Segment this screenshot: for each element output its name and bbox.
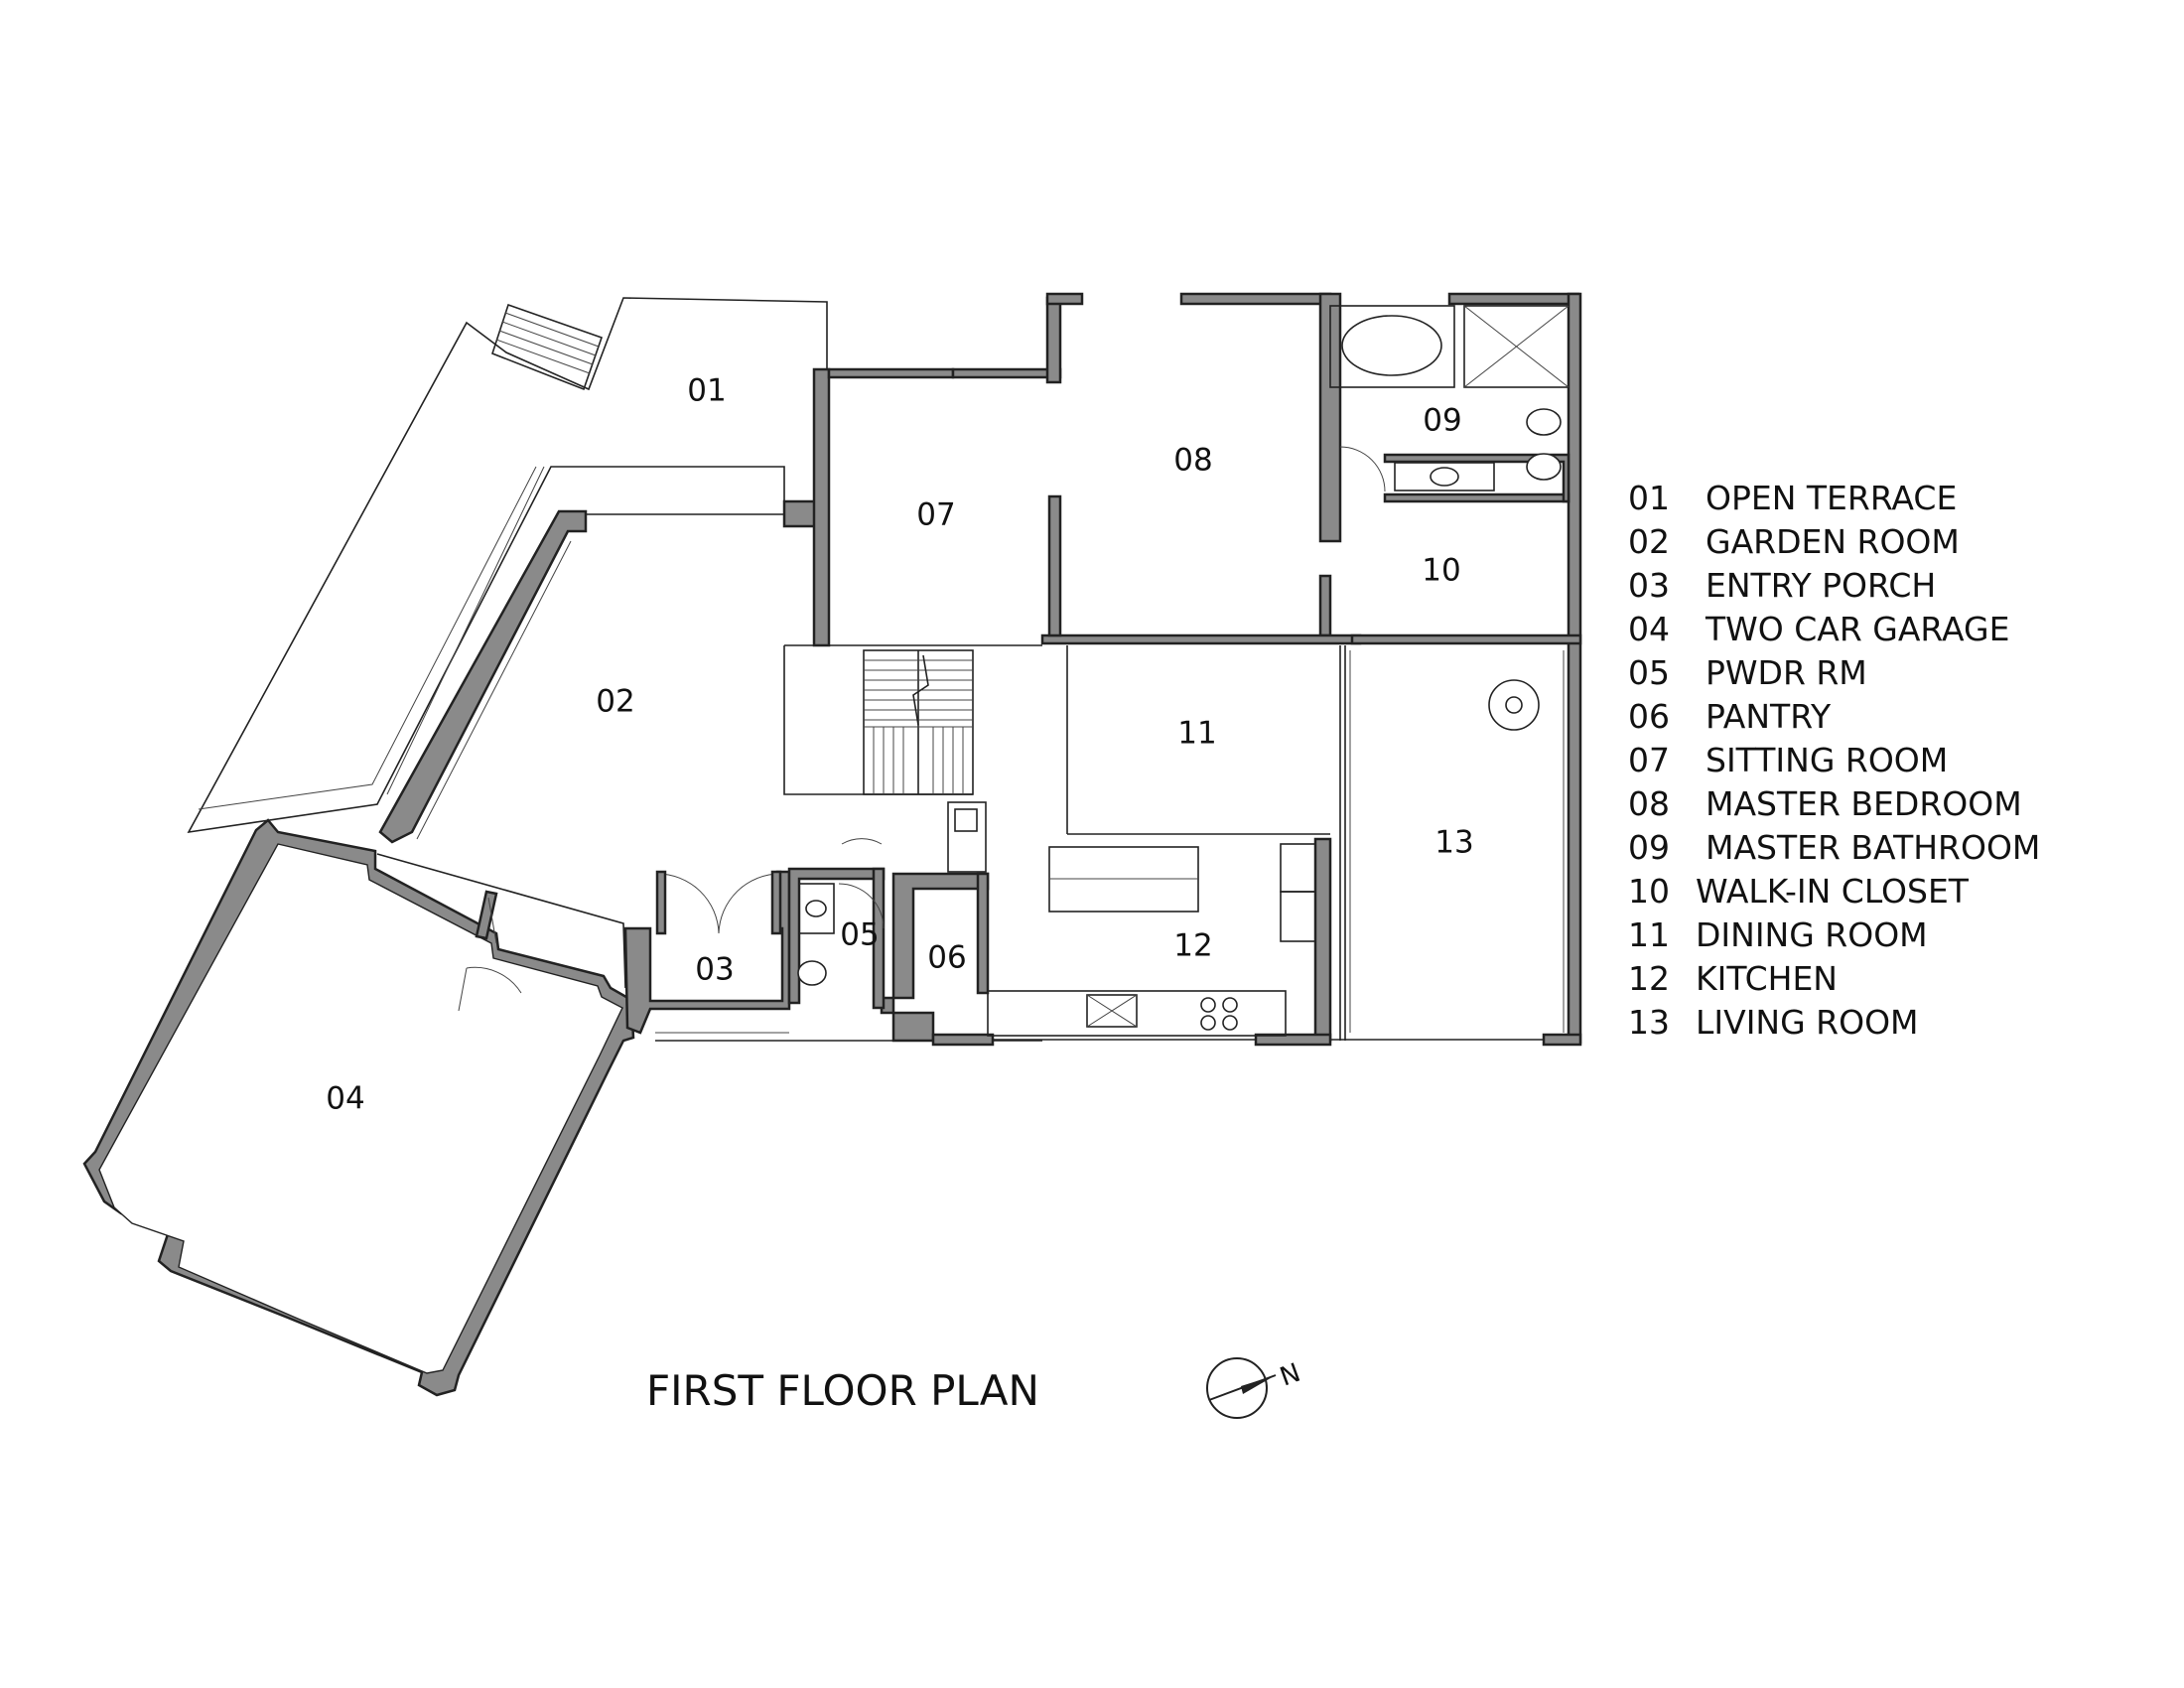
room-label-11: 11 — [1177, 716, 1216, 752]
room-label-10: 10 — [1422, 553, 1460, 589]
legend-number: 08 — [1628, 784, 1670, 823]
garden-room-outline — [378, 499, 826, 844]
legend-room-name: TWO CAR GARAGE — [1705, 610, 2009, 648]
room-labels: 01 02 03 04 05 06 07 08 09 10 11 12 13 — [326, 373, 1473, 1117]
legend-room-name: ENTRY PORCH — [1706, 566, 1936, 605]
legend-number: 05 — [1628, 653, 1670, 692]
legend-item: 03 ENTRY PORCH — [1628, 566, 1936, 605]
legend-room-name: GARDEN ROOM — [1706, 522, 1960, 561]
legend-room-name: KITCHEN — [1696, 959, 1838, 998]
room-legend: 01 OPEN TERRACE 02 GARDEN ROOM 03 ENTRY … — [1628, 479, 2040, 1042]
powder-fixtures — [797, 838, 885, 986]
terrace-outline — [187, 297, 828, 834]
legend-room-name: SITTING ROOM — [1706, 741, 1948, 779]
room-label-07: 07 — [916, 497, 955, 533]
legend-item: 12 KITCHEN — [1628, 959, 1838, 998]
legend-room-name: DINING ROOM — [1696, 915, 1928, 954]
room-label-06: 06 — [927, 940, 966, 976]
legend-number: 11 — [1628, 915, 1670, 954]
legend-number: 03 — [1628, 566, 1670, 605]
room-label-09: 09 — [1423, 403, 1461, 439]
legend-room-name: PWDR RM — [1706, 653, 1867, 692]
legend-item: 07 SITTING ROOM — [1628, 741, 1948, 779]
staircase — [863, 649, 974, 795]
garage-corridor — [376, 853, 626, 989]
north-arrow-icon: N — [1206, 1357, 1304, 1419]
legend-room-name: WALK-IN CLOSET — [1696, 872, 1970, 911]
north-label: N — [1276, 1358, 1304, 1393]
legend-item: 01 OPEN TERRACE — [1628, 479, 1957, 517]
legend-number: 02 — [1628, 522, 1670, 561]
room-label-03: 03 — [695, 952, 734, 988]
legend-item: 02 GARDEN ROOM — [1628, 522, 1960, 561]
bath-fixtures — [1329, 305, 1570, 503]
legend-number: 13 — [1628, 1003, 1670, 1042]
kitchen-fixtures — [947, 801, 1316, 1037]
legend-item: 04 TWO CAR GARAGE — [1628, 610, 2009, 648]
legend-room-name: MASTER BEDROOM — [1706, 784, 2022, 823]
legend-number: 07 — [1628, 741, 1670, 779]
legend-room-name: MASTER BATHROOM — [1706, 828, 2040, 867]
legend-number: 01 — [1628, 479, 1670, 517]
room-label-01: 01 — [687, 373, 726, 409]
room-label-12: 12 — [1173, 928, 1212, 964]
legend-number: 06 — [1628, 697, 1670, 736]
garage-walls — [82, 818, 635, 1397]
legend-item: 10 WALK-IN CLOSET — [1628, 872, 1970, 911]
legend-item: 09 MASTER BATHROOM — [1628, 828, 2040, 867]
legend-room-name: LIVING ROOM — [1696, 1003, 1919, 1042]
legend-number: 04 — [1628, 610, 1670, 648]
room-label-04: 04 — [326, 1081, 364, 1117]
room-label-13: 13 — [1434, 825, 1473, 861]
legend-item: 06 PANTRY — [1628, 697, 1832, 736]
room-label-05: 05 — [840, 917, 879, 953]
legend-room-name: OPEN TERRACE — [1706, 479, 1957, 517]
legend-item: 13 LIVING ROOM — [1628, 1003, 1919, 1042]
legend-item: 11 DINING ROOM — [1628, 915, 1928, 954]
legend-number: 09 — [1628, 828, 1670, 867]
living-fixtures — [1349, 650, 1565, 1033]
room-label-08: 08 — [1173, 443, 1212, 479]
entry-porch — [623, 870, 1042, 1042]
room-label-02: 02 — [596, 684, 634, 720]
legend-number: 12 — [1628, 959, 1670, 998]
terrace-steps — [491, 303, 604, 391]
legend-item: 08 MASTER BEDROOM — [1628, 784, 2022, 823]
main-walls — [783, 292, 1582, 1047]
legend-item: 05 PWDR RM — [1628, 653, 1867, 692]
plan-title: FIRST FLOOR PLAN — [646, 1366, 1039, 1415]
legend-room-name: PANTRY — [1706, 697, 1832, 736]
legend-number: 10 — [1628, 872, 1670, 911]
